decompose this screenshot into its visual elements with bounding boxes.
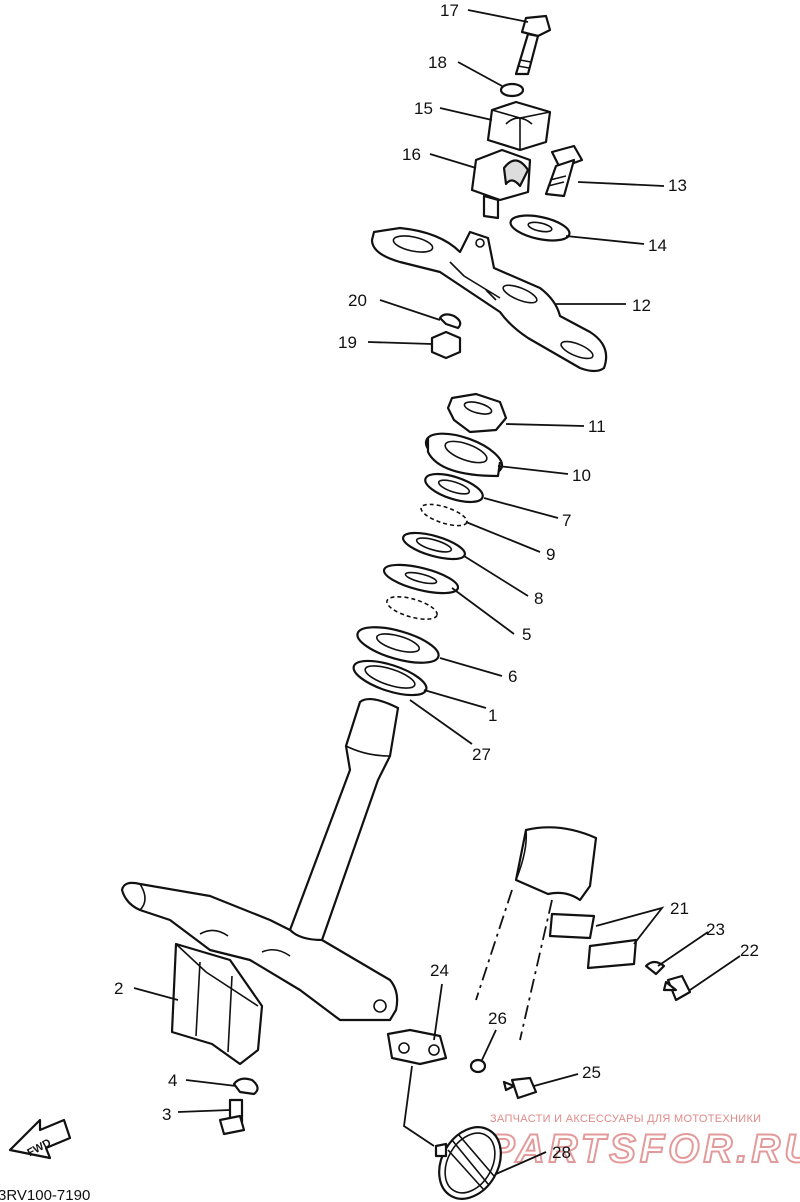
callout-23: 23 — [706, 920, 725, 939]
part-22-bolt — [662, 974, 692, 1002]
part-dust-seal — [382, 563, 460, 595]
fwd-arrow-icon: FWD — [8, 1118, 72, 1159]
part-28-reflector — [434, 1126, 502, 1200]
part-7-race — [424, 472, 484, 504]
part-20-washer — [438, 313, 462, 330]
fork-centerline — [475, 889, 513, 1001]
part-24-clamp — [386, 1028, 448, 1066]
callout-14: 14 — [648, 236, 667, 255]
callout-19: 19 — [338, 333, 357, 352]
leader-lines — [133, 9, 741, 1175]
reflector-guide — [403, 1065, 435, 1147]
part-12-upper-bracket — [370, 226, 608, 373]
part-13-bolt — [544, 144, 584, 198]
part-26-washer — [469, 1058, 487, 1074]
callout-24: 24 — [430, 961, 449, 980]
part-15-clamp — [486, 100, 552, 152]
callout-28: 28 — [552, 1143, 571, 1162]
callout-labels: 17 18 15 16 13 14 12 20 19 11 10 7 9 8 5… — [114, 1, 759, 1162]
part-19-nut — [430, 330, 462, 360]
part-4-washer — [232, 1077, 259, 1096]
callout-25: 25 — [582, 1063, 601, 1082]
callout-22: 22 — [740, 941, 759, 960]
part-21-brackets — [548, 912, 638, 970]
part-5-balls — [386, 595, 438, 621]
callout-7: 7 — [562, 511, 571, 530]
callout-6: 6 — [508, 667, 517, 686]
part-18-washer — [499, 82, 525, 98]
callout-10: 10 — [572, 466, 591, 485]
callout-8: 8 — [534, 589, 543, 608]
callout-9: 9 — [546, 545, 555, 564]
callout-12: 12 — [632, 296, 651, 315]
part-11-ring-nut — [446, 392, 508, 434]
part-2-guard — [170, 942, 264, 1066]
part-8-race — [402, 531, 466, 561]
callout-21: 21 — [670, 899, 689, 918]
part-10-cover — [424, 432, 504, 478]
part-17-bolt — [514, 14, 552, 76]
part-9-balls — [420, 503, 468, 527]
fork-tube — [514, 826, 598, 902]
watermark-text: ЗАПЧАСТИ И АКСЕССУАРЫ ДЛЯ МОТОТЕХНИКИ — [490, 1113, 761, 1125]
part-25-screw — [502, 1076, 538, 1100]
watermark-logo: PARTSFOR.RU — [488, 1127, 800, 1171]
fork-centerline-2 — [519, 899, 553, 1041]
callout-26: 26 — [488, 1009, 507, 1028]
part-14-washer — [509, 214, 571, 242]
callout-4: 4 — [168, 1071, 177, 1090]
callout-16: 16 — [402, 145, 421, 164]
callout-13: 13 — [668, 176, 687, 195]
callout-15: 15 — [414, 99, 433, 118]
callout-5: 5 — [522, 625, 531, 644]
callout-1: 1 — [488, 706, 497, 725]
part-16-holder — [470, 148, 532, 220]
part-6-race — [356, 626, 440, 664]
callout-27: 27 — [472, 745, 491, 764]
callout-20: 20 — [348, 291, 367, 310]
callout-2: 2 — [114, 979, 123, 998]
diagram-code: 3RV100-7190 — [0, 1187, 90, 1202]
part-27-steering-stem — [120, 697, 400, 1022]
callout-18: 18 — [428, 53, 447, 72]
callout-3: 3 — [162, 1105, 171, 1124]
callout-11: 11 — [588, 417, 606, 436]
callout-17: 17 — [440, 1, 459, 20]
part-3-bolt — [218, 1098, 246, 1136]
